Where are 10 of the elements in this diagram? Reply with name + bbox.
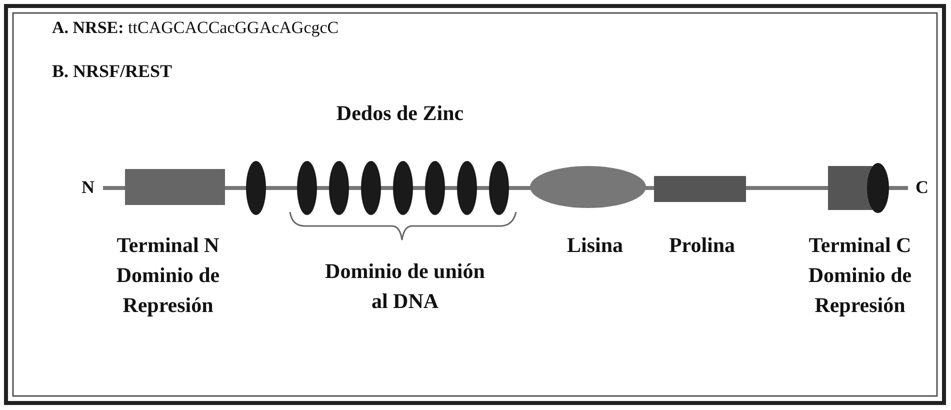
domain-label: Dominio de unión al DNA — [324, 258, 486, 315]
sequence-heading: A. NRSE: ttCAGCACCacGGAcAGcgcC — [52, 17, 340, 39]
domain-label: Dedos de Zinc — [335, 100, 465, 127]
domain-label: Terminal N Dominio de Represión — [115, 232, 221, 319]
terminus-label: C — [914, 176, 930, 199]
domain-label: Lisina — [566, 232, 624, 259]
section-heading: B. NRSF/REST — [52, 60, 174, 83]
domain-label: Prolina — [668, 232, 736, 259]
domain-label: Terminal C Dominio de Represión — [807, 232, 913, 319]
terminus-label: N — [80, 176, 96, 199]
